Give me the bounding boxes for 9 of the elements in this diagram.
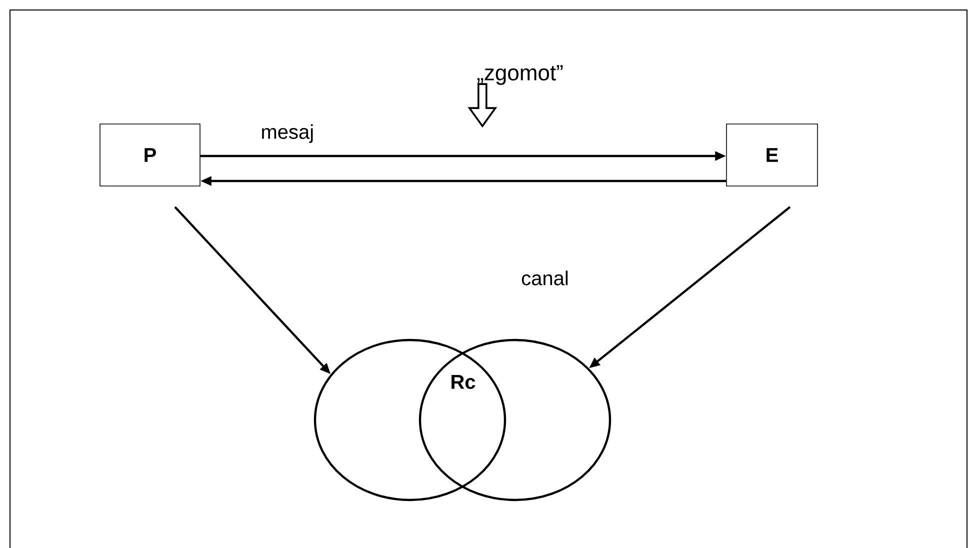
noise-text: „zgomot” — [477, 65, 563, 85]
ellipse — [314, 338, 506, 502]
ellipse — [418, 338, 612, 502]
hollow-arrow — [468, 83, 498, 128]
process-box: P — [100, 124, 200, 186]
channel-label: canal — [522, 270, 568, 286]
intersection-label: Rc — [452, 375, 476, 389]
process-box: E — [726, 124, 818, 186]
edge-label: mesaj — [262, 124, 313, 143]
